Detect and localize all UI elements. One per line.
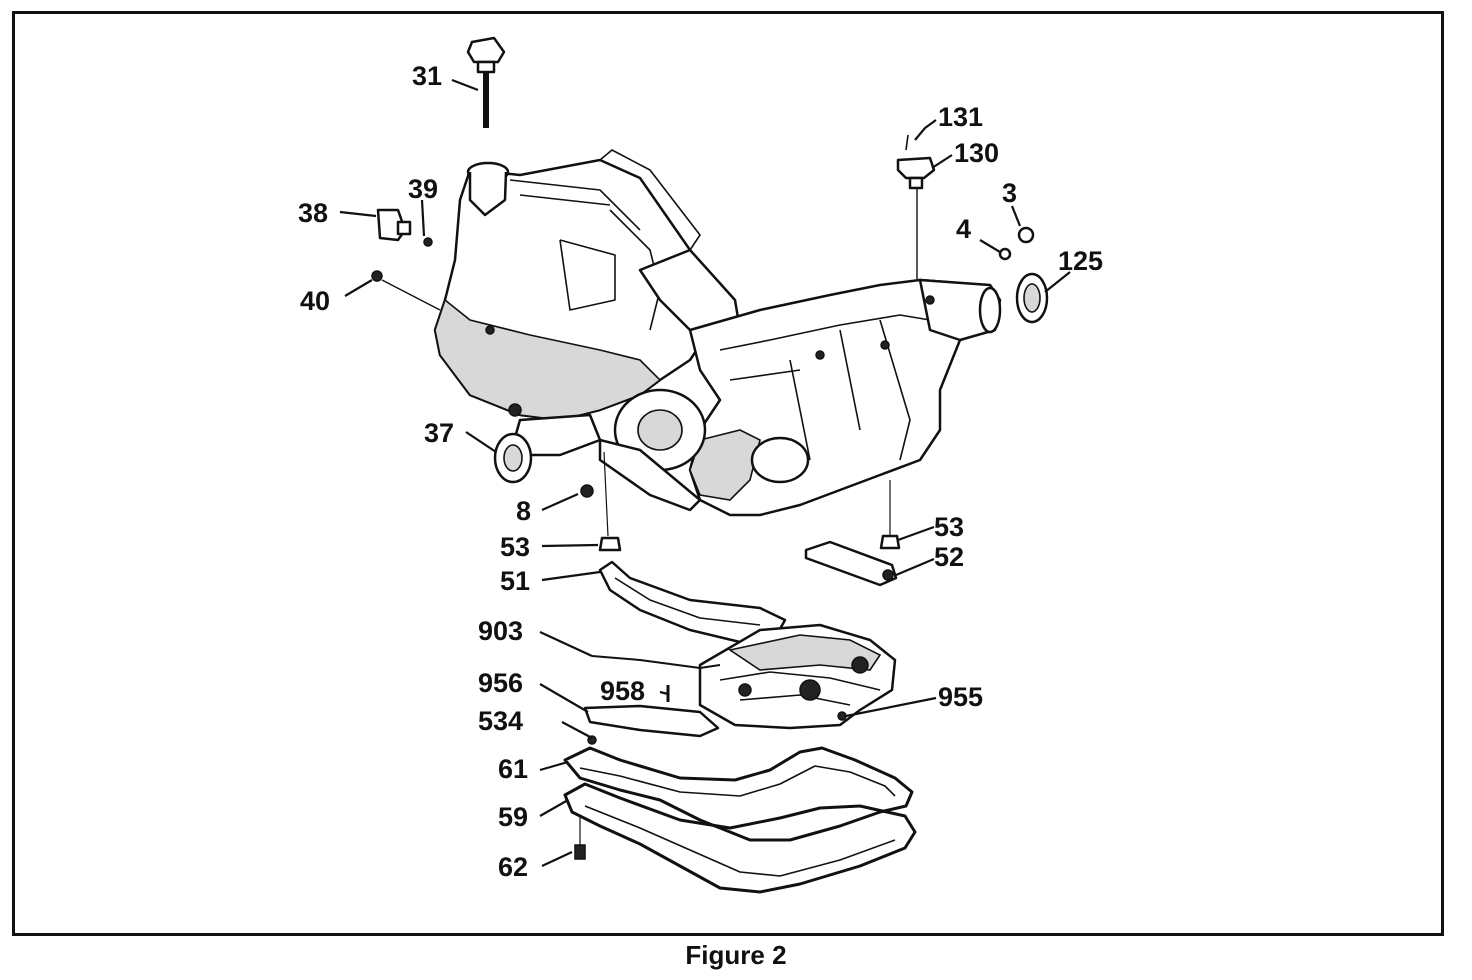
callout-53-right: 53 [934, 512, 964, 542]
valve-body [583, 623, 897, 745]
callout-131: 131 [938, 102, 983, 132]
callout-955: 955 [938, 682, 983, 712]
callout-3: 3 [1002, 178, 1017, 208]
left-side-parts [371, 208, 533, 484]
callout-903: 903 [478, 616, 523, 646]
callout-31: 31 [412, 61, 442, 91]
callout-labels: 31 131 130 3 4 125 38 39 40 37 8 53 51 5… [298, 61, 1103, 882]
figure-caption: Figure 2 [685, 940, 787, 970]
oil-pan-assembly [563, 746, 917, 894]
callout-534: 534 [478, 706, 523, 736]
callout-8: 8 [516, 496, 531, 526]
transmission-case [433, 149, 1002, 517]
vent-and-seal-parts [998, 226, 1049, 324]
speed-sensor [896, 134, 936, 280]
callout-958: 958 [600, 676, 645, 706]
callout-40: 40 [300, 286, 330, 316]
dipstick [466, 36, 506, 128]
callout-37: 37 [424, 418, 454, 448]
callout-51: 51 [500, 566, 530, 596]
callout-38: 38 [298, 198, 328, 228]
callout-956: 956 [478, 668, 523, 698]
callout-52: 52 [934, 542, 964, 572]
callout-62: 62 [498, 852, 528, 882]
callout-130: 130 [954, 138, 999, 168]
pan-hardware [580, 451, 901, 644]
callout-125: 125 [1058, 246, 1103, 276]
callout-61: 61 [498, 754, 528, 784]
callout-53-left: 53 [500, 532, 530, 562]
callout-4: 4 [956, 214, 971, 244]
callout-59: 59 [498, 802, 528, 832]
callout-39: 39 [408, 174, 438, 204]
leader-lines [339, 78, 1071, 867]
